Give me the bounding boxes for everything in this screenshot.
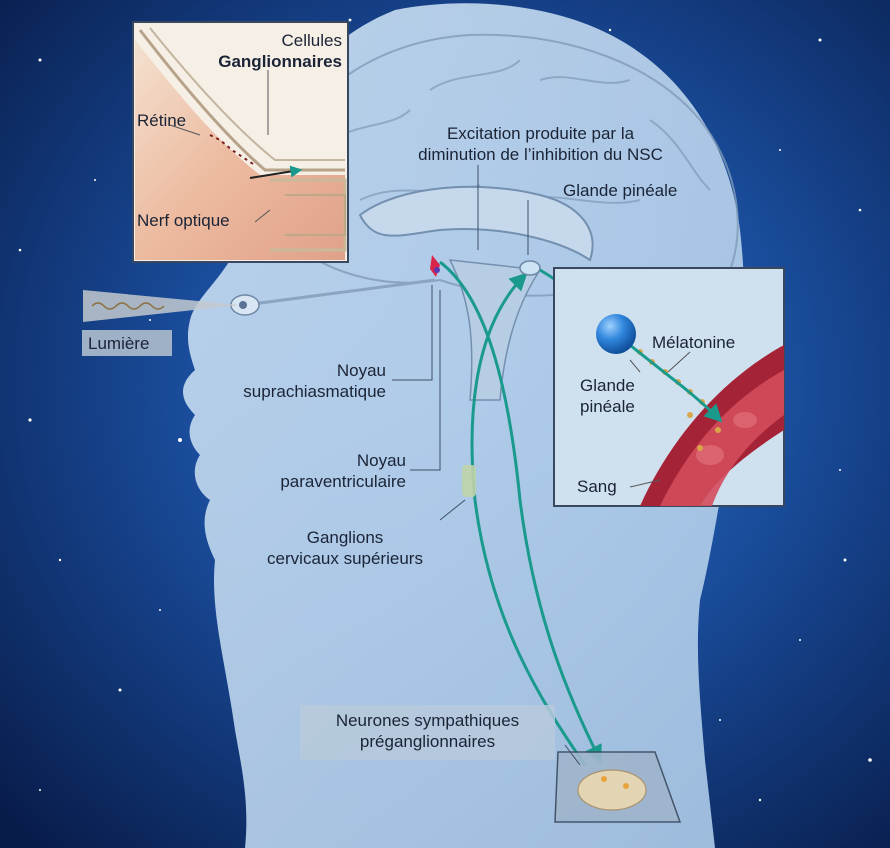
label-melatonine: Mélatonine [652, 333, 736, 352]
label-glande: Glande [580, 376, 635, 395]
label-ganglions-line2: cervicaux supérieurs [267, 549, 423, 568]
label-cellules-ganglionnaires: Cellules Ganglionnaires [200, 30, 342, 72]
brainstem [448, 259, 542, 401]
label-neurones-sympathiques: Neurones sympathiques préganglionnaires [300, 710, 555, 752]
pineal-inset [553, 267, 785, 507]
label-nerf-optique: Nerf optique [137, 211, 230, 230]
light-beam [83, 290, 240, 322]
blood-vessel-icon [640, 345, 784, 506]
eye-icon [230, 294, 260, 316]
cervical-ganglion [462, 465, 476, 497]
label-ganglions-cervicaux: Ganglions cervicaux supérieurs [245, 527, 445, 569]
label-noyau-suprachiasmatique: Noyau suprachiasmatique [200, 360, 386, 402]
pineal-small-marker [519, 260, 541, 276]
brain-folds [319, 59, 711, 204]
light-wave [91, 302, 165, 310]
pathway-down [439, 260, 602, 764]
stars [18, 18, 872, 802]
label-sang: Sang [577, 477, 617, 496]
pineal-gland-icon [596, 314, 636, 354]
label-noyau-supra-line1: Noyau [336, 361, 386, 380]
corpus-callosum [358, 185, 594, 262]
neurones-backdrop [300, 705, 555, 760]
label-noyau-paraventriculaire: Noyau paraventriculaire [220, 450, 406, 492]
label-excitation-line2: diminution de l’inhibition du NSC [418, 145, 663, 164]
label-noyau-supra-line2: suprachiasmatique [243, 382, 386, 401]
label-cellules: Cellules [281, 31, 342, 50]
label-neurones-line1: Neurones sympathiques [335, 711, 520, 730]
label-neurones-line2: préganglionnaires [359, 732, 496, 751]
spinal-cord-icon [554, 751, 682, 823]
label-noyau-para-line1: Noyau [356, 451, 406, 470]
pathway-up [470, 272, 587, 766]
label-pineale: pinéale [580, 397, 635, 416]
label-ganglions-line1: Ganglions [306, 528, 384, 547]
leader-lines [392, 165, 581, 766]
label-excitation-line1: Excitation produite par la [446, 124, 635, 143]
label-lumiere: Lumière [88, 334, 150, 353]
label-excitation: Excitation produite par la diminution de… [378, 123, 703, 165]
lumiere-backdrop [82, 330, 172, 356]
label-glande-pineale-inset: Glande pinéale [580, 375, 635, 417]
label-retine: Rétine [137, 111, 187, 130]
scn-marker [430, 255, 440, 277]
optic-nerve-line [244, 278, 436, 307]
brain-outline [278, 33, 739, 297]
retina-inset [132, 21, 349, 263]
label-glande-pineale-top: Glande pinéale [563, 181, 678, 200]
label-ganglionnaires: Ganglionnaires [218, 52, 342, 71]
label-noyau-para-line2: paraventriculaire [280, 472, 406, 491]
